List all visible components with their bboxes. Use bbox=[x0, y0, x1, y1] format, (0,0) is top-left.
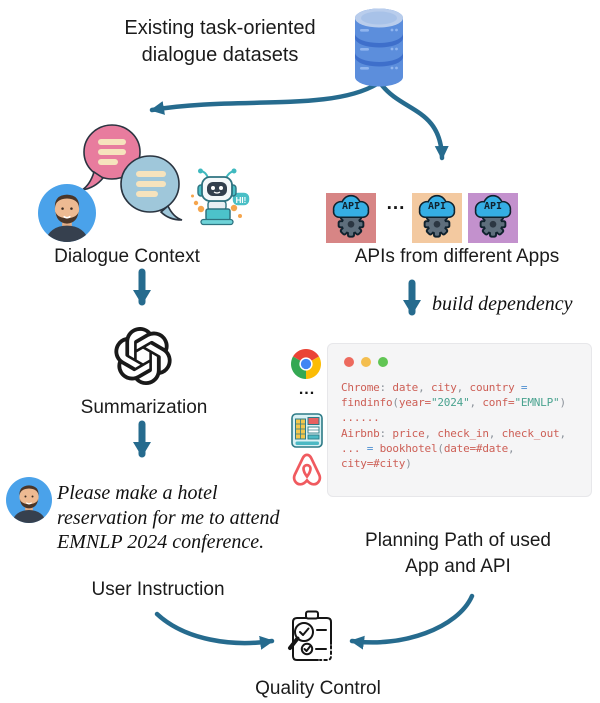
planning-path-label: Planning Path of used App and API bbox=[352, 528, 564, 580]
window-dot-green bbox=[378, 357, 388, 367]
api-app-card-2: API bbox=[412, 193, 462, 243]
user-avatar-icon-small bbox=[6, 477, 52, 523]
api-label: API bbox=[427, 201, 447, 212]
planning-path-line2: App and API bbox=[405, 556, 511, 577]
api-label: API bbox=[341, 201, 361, 212]
user-quote-line3: EMNLP 2024 conference. bbox=[57, 531, 265, 553]
top-title: Existing task-oriented dialogue datasets bbox=[100, 15, 340, 69]
api-app-card-3: API bbox=[468, 193, 518, 243]
api-label: API bbox=[483, 201, 503, 212]
user-quote: Please make a hotel reservation for me t… bbox=[57, 481, 319, 555]
chat-bubbles-icon bbox=[81, 124, 183, 221]
window-dot-yellow bbox=[361, 357, 371, 367]
window-controls bbox=[344, 357, 591, 367]
api-app-card-1: API bbox=[326, 193, 376, 243]
airbnb-icon bbox=[292, 453, 322, 486]
user-instruction-label: User Instruction bbox=[91, 579, 225, 600]
database-icon bbox=[355, 8, 403, 87]
robot-icon bbox=[191, 168, 251, 226]
apps-column-ellipsis: ... bbox=[298, 381, 316, 398]
top-title-line1: Existing task-oriented bbox=[124, 17, 316, 39]
window-dot-red bbox=[344, 357, 354, 367]
user-quote-line1: Please make a hotel bbox=[57, 482, 218, 504]
planning-path-line1: Planning Path of used bbox=[365, 530, 551, 551]
quality-control-label: Quality Control bbox=[255, 678, 381, 699]
quality-control-icon bbox=[288, 610, 332, 661]
dialogue-context-label: Dialogue Context bbox=[54, 246, 200, 267]
user-quote-line2: reservation for me to attend bbox=[57, 506, 280, 529]
openai-logo-icon bbox=[114, 327, 172, 385]
booking-app-icon bbox=[291, 413, 323, 448]
apps-ellipsis: ... bbox=[386, 193, 406, 214]
chrome-icon bbox=[291, 349, 321, 379]
top-title-line2: dialogue datasets bbox=[141, 44, 299, 66]
robot-hi-bubble: HI! bbox=[235, 196, 247, 205]
summarization-label: Summarization bbox=[80, 397, 208, 418]
user-avatar-icon bbox=[38, 184, 96, 242]
build-dependency-label: build dependency bbox=[432, 293, 573, 315]
apis-label: APIs from different Apps bbox=[354, 246, 560, 267]
code-panel: Chrome: date, city, country =findinfo(ye… bbox=[327, 343, 592, 497]
code-lines: Chrome: date, city, country =findinfo(ye… bbox=[341, 381, 566, 471]
